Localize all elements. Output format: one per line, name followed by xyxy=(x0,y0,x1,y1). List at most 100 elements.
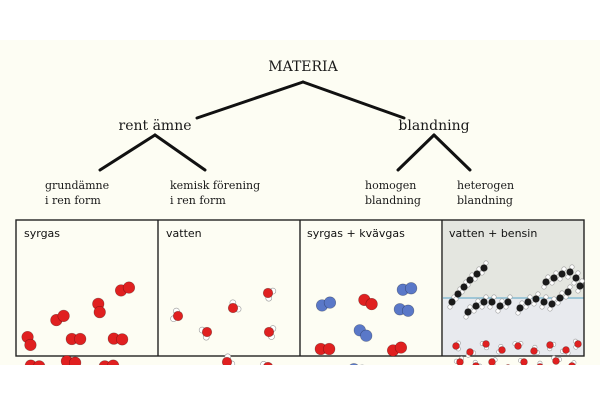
water-molecule xyxy=(568,360,578,372)
oxygen-atom xyxy=(498,346,506,354)
carbon-atom xyxy=(496,302,504,310)
branch-rent-kemisk xyxy=(153,133,207,172)
atom xyxy=(323,342,336,356)
atom xyxy=(93,306,106,319)
oxygen-atom xyxy=(530,347,538,355)
water-molecule xyxy=(221,353,236,368)
water-molecule xyxy=(260,360,274,376)
branch-bland-homogen xyxy=(396,133,436,172)
hydrogen-atom xyxy=(523,304,529,310)
hydrogen-atom xyxy=(567,284,573,290)
benzin-molecule xyxy=(541,264,585,294)
oxygen-molecule xyxy=(107,332,129,346)
carbon-atom xyxy=(556,294,564,302)
atom xyxy=(107,359,120,372)
oxygen-atom xyxy=(201,326,213,338)
carbon-atom xyxy=(572,274,580,282)
hydrogen-atom xyxy=(553,270,559,276)
carbon-atom xyxy=(460,283,468,291)
carbon-atom xyxy=(464,308,472,316)
oxygen-molecule xyxy=(386,341,408,357)
oxygen-atom xyxy=(482,340,490,348)
atom xyxy=(405,282,418,295)
hydrogen-atom xyxy=(515,310,521,316)
water-molecule xyxy=(452,340,461,352)
carbon-atom xyxy=(550,274,558,282)
water-molecule xyxy=(533,360,544,371)
hydrogen-atom xyxy=(463,314,469,320)
carbon-atom xyxy=(576,282,584,290)
hydrogen-atom xyxy=(453,296,459,302)
water-molecule xyxy=(546,341,557,352)
branch-rent-grund xyxy=(98,133,157,172)
kemisk-label-line2: i ren form xyxy=(170,194,226,207)
panel-label-syrgas-kvavgas: syrgas + kvävgas xyxy=(307,227,405,240)
branch-bland-heterogen xyxy=(432,133,472,172)
hydrogen-atom xyxy=(527,294,533,300)
oxygen-atom xyxy=(514,342,522,350)
heterogen-label-line2: blandning xyxy=(457,194,513,207)
water-molecule xyxy=(488,357,498,368)
hydrogen-atom xyxy=(491,294,497,300)
hydrogen-atom xyxy=(555,300,561,306)
hydrogen-atom xyxy=(539,304,545,310)
atom xyxy=(116,333,129,346)
oxygen-atom xyxy=(263,326,275,338)
hydrogen-atom xyxy=(531,301,537,307)
oxygen-molecule xyxy=(21,330,37,352)
carbon-atom xyxy=(524,298,532,306)
heterogen-label-line1: heterogen xyxy=(457,179,514,192)
oxygen-atom xyxy=(546,341,554,349)
panel-label-syrgas: syrgas xyxy=(24,227,60,240)
hydrogen-atom xyxy=(499,298,505,304)
hydrogen-atom xyxy=(479,304,485,310)
benzin-molecule xyxy=(463,294,513,320)
kemisk-label-line1: kemisk förening xyxy=(170,179,260,192)
hydrogen-atom xyxy=(575,288,581,294)
branch-root-rent xyxy=(195,80,305,120)
hydrogen-atom xyxy=(535,291,541,297)
hydrogen-atom xyxy=(543,294,549,300)
water-molecule xyxy=(512,341,524,350)
rent-amne-label: rent ämne xyxy=(119,118,192,134)
carbon-atom xyxy=(454,290,462,298)
classification-diagram: MATERIA rent ämne blandning grundämne i … xyxy=(15,59,585,390)
atom xyxy=(402,304,415,317)
carbon-atom xyxy=(488,298,496,306)
hydrogen-atom xyxy=(559,290,565,296)
hydrogen-atom xyxy=(551,296,557,302)
water-molecule xyxy=(573,338,582,350)
water-molecule xyxy=(560,346,571,356)
carbon-atom xyxy=(558,270,566,278)
diagram-canvas: MATERIA rent ämne blandning grundämne i … xyxy=(0,40,600,390)
carbon-atom xyxy=(504,298,512,306)
oxygen-molecule xyxy=(24,359,46,373)
hydrogen-atom xyxy=(519,300,525,306)
oxygen-atom xyxy=(262,287,274,299)
nitrogen-molecule xyxy=(315,296,337,312)
hydrogen-atom xyxy=(495,308,501,314)
panel-syrgas xyxy=(16,220,158,356)
oxygen-atom xyxy=(562,346,570,354)
carbon-atom xyxy=(564,288,572,296)
hydrogen-atom xyxy=(447,304,453,310)
nitrogen-molecule xyxy=(393,303,415,317)
water-molecule xyxy=(472,359,483,370)
oxygen-atom xyxy=(552,357,560,365)
carbon-atom xyxy=(466,276,474,284)
benzin-molecule xyxy=(515,284,573,316)
hydrogen-atom xyxy=(579,278,585,284)
oxygen-atom xyxy=(456,358,464,366)
carbon-atom xyxy=(516,304,524,312)
oxygen-atom xyxy=(520,358,528,366)
benzin-molecule xyxy=(447,260,489,310)
hydrogen-atom xyxy=(547,306,553,312)
hydrogen-atom xyxy=(563,294,569,300)
hydrogen-atom xyxy=(561,266,567,272)
carbon-atom xyxy=(448,298,456,306)
panel-vatten xyxy=(158,220,300,356)
carbon-atom xyxy=(480,298,488,306)
oxygen-atom xyxy=(466,348,474,356)
carbon-atom xyxy=(540,298,548,306)
hydrogen-atom xyxy=(545,274,551,280)
